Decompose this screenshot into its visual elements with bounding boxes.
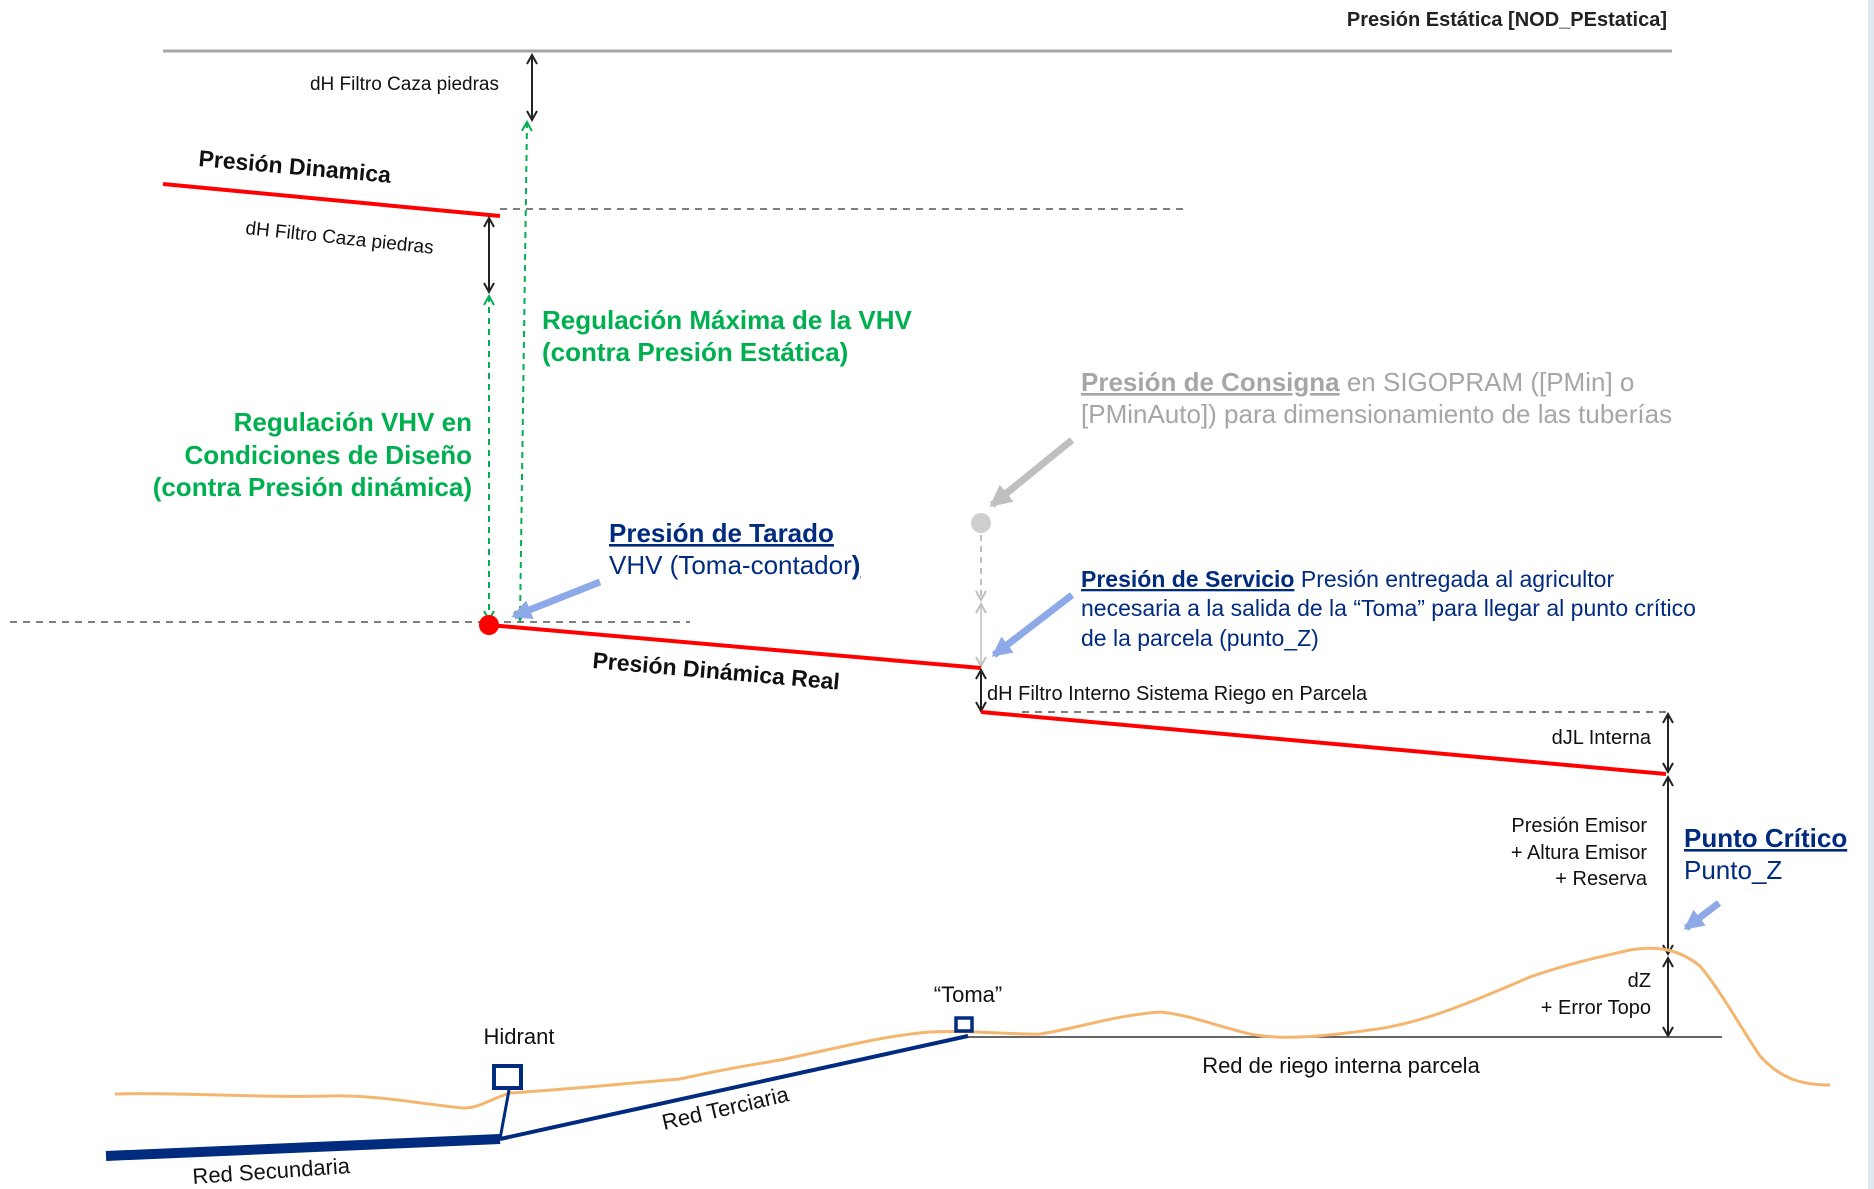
toma-icon bbox=[954, 1016, 974, 1033]
regulacion-maxima-l2: (contra Presión Estática) bbox=[542, 337, 848, 367]
tarado-pointer-arrow bbox=[511, 578, 602, 620]
hidrant-label: Hidrant bbox=[484, 1024, 555, 1049]
consigna-pointer-arrow bbox=[989, 437, 1075, 508]
djl-interna-line bbox=[980, 710, 1667, 776]
toma-label: “Toma” bbox=[934, 982, 1002, 1007]
presion-dinamica-label: Presión Dinamica bbox=[198, 145, 393, 188]
consigna-text-l1: Presión de Consigna en SIGOPRAM ([PMin] … bbox=[1081, 367, 1634, 397]
servicio-rest-l1: Presión entregada al agricultor bbox=[1294, 566, 1614, 592]
dz-l1: dZ bbox=[1628, 970, 1651, 992]
consigna-point bbox=[971, 513, 991, 533]
punto-critico-pointer-arrow bbox=[1683, 900, 1722, 931]
servicio-title: Presión de Servicio bbox=[1081, 566, 1294, 592]
tarado-point bbox=[479, 615, 499, 635]
dh-filtro-mid-label: dH Filtro Caza piedras bbox=[244, 218, 434, 259]
red-riego-interna-label: Red de riego interna parcela bbox=[1202, 1053, 1480, 1078]
consigna-rest-l1: en SIGOPRAM ([PMin] o bbox=[1340, 367, 1635, 397]
regulacion-diseno-l2: Condiciones de Diseño bbox=[185, 440, 473, 470]
regulacion-diseno-l1: Regulación VHV en bbox=[234, 407, 472, 437]
regulacion-maxima-arrow bbox=[520, 122, 527, 620]
dynamic-pressure-line bbox=[162, 182, 501, 218]
tarado-sub: VHV (Toma-contador bbox=[609, 550, 852, 580]
punto-critico-title: Punto Crítico bbox=[1684, 823, 1847, 853]
hidrant-riser bbox=[498, 1089, 511, 1140]
consigna-rest-l2: [PMinAuto]) para dimensionamiento de las… bbox=[1081, 399, 1672, 429]
servicio-rest-l2: necesaria a la salida de la “Toma” para … bbox=[1081, 595, 1696, 621]
red-secundaria-line bbox=[105, 1134, 501, 1161]
window-edge bbox=[1868, 0, 1874, 1189]
consigna-title: Presión de Consigna bbox=[1081, 367, 1340, 397]
regulacion-maxima-l1: Regulación Máxima de la VHV bbox=[542, 305, 913, 335]
servicio-rest-l3: de la parcela (punto_Z) bbox=[1081, 625, 1319, 651]
red-secundaria-label: Red Secundaria bbox=[192, 1153, 352, 1189]
dh-filtro-interno-label: dH Filtro Interno Sistema Riego en Parce… bbox=[987, 683, 1368, 705]
dz-l2: + Error Topo bbox=[1541, 997, 1651, 1019]
emisor-l2: + Altura Emisor bbox=[1511, 842, 1648, 864]
emisor-l3: + Reserva bbox=[1555, 868, 1648, 890]
regulacion-diseno-l3: (contra Presión dinámica) bbox=[153, 472, 472, 502]
djl-interna-label: dJL Interna bbox=[1552, 727, 1652, 749]
red-terciaria-line bbox=[499, 1034, 969, 1141]
servicio-text-l1: Presión de Servicio Presión entregada al… bbox=[1081, 566, 1614, 592]
servicio-pointer-arrow bbox=[991, 592, 1075, 658]
hidrant-icon bbox=[492, 1064, 523, 1090]
tarado-paren: ) bbox=[852, 550, 861, 580]
emisor-l1: Presión Emisor bbox=[1511, 815, 1647, 837]
tarado-title: Presión de Tarado bbox=[609, 518, 834, 548]
punto-critico-sub: Punto_Z bbox=[1684, 855, 1782, 885]
tarado-text: VHV (Toma-contador) bbox=[609, 550, 860, 580]
dinamica-real-line bbox=[488, 623, 982, 670]
terrain-profile bbox=[114, 946, 1831, 1110]
static-pressure-title: Presión Estática [NOD_PEstatica] bbox=[1347, 9, 1667, 31]
dh-filtro-top-label: dH Filtro Caza piedras bbox=[310, 74, 499, 95]
